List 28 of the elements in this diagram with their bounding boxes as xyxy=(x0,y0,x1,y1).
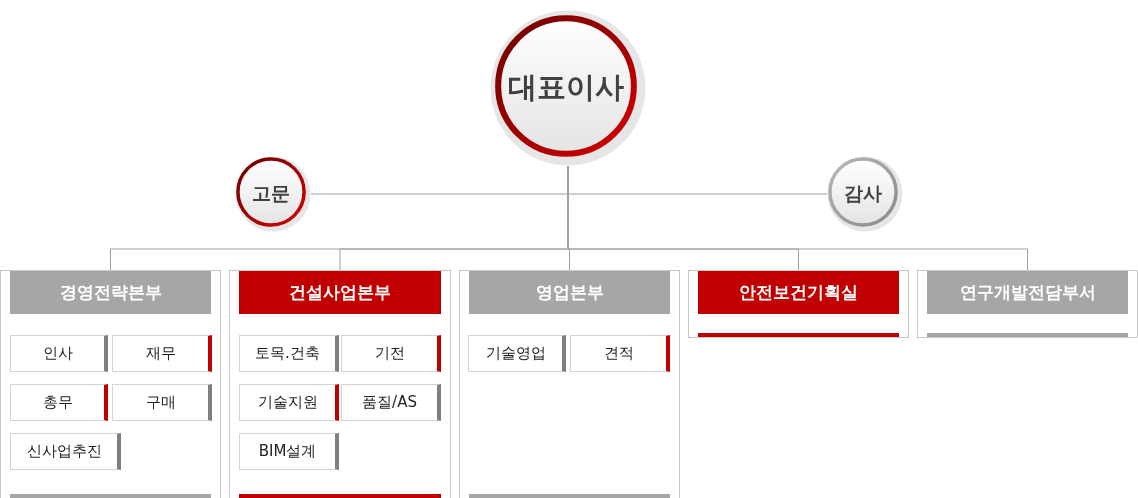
department-panel xyxy=(917,270,1138,338)
department-header: 안전보건기획실 xyxy=(698,271,899,314)
team-box: 신사업추진 xyxy=(10,433,121,470)
position-title: 고문 xyxy=(252,181,290,206)
team-box: 기술영업 xyxy=(468,335,566,372)
department-header: 연구개발전담부서 xyxy=(927,271,1128,314)
department-header: 경영전략본부 xyxy=(10,271,211,314)
department-panel xyxy=(688,270,909,338)
position-title: 대표이사 xyxy=(508,69,624,106)
department-header: 영업본부 xyxy=(469,271,670,314)
position-circle xyxy=(827,156,903,232)
department-panel xyxy=(229,270,451,498)
team-box: 재무 xyxy=(112,335,212,372)
department-header: 건설사업본부 xyxy=(239,271,441,314)
team-box: 견적 xyxy=(570,335,670,372)
position-circle xyxy=(235,156,311,232)
team-box: BIM설계 xyxy=(239,433,339,470)
team-box: 기전 xyxy=(341,335,441,372)
team-box: 기술지원 xyxy=(239,384,339,421)
team-box: 구매 xyxy=(112,384,212,421)
team-box: 인사 xyxy=(10,335,108,372)
department-panel xyxy=(459,270,680,498)
position-title: 감사 xyxy=(844,181,882,206)
team-box: 품질/AS xyxy=(341,384,441,421)
team-box: 토목.건축 xyxy=(239,335,339,372)
position-circle xyxy=(490,10,646,166)
department-panel xyxy=(0,270,221,498)
team-box: 총무 xyxy=(10,384,108,421)
